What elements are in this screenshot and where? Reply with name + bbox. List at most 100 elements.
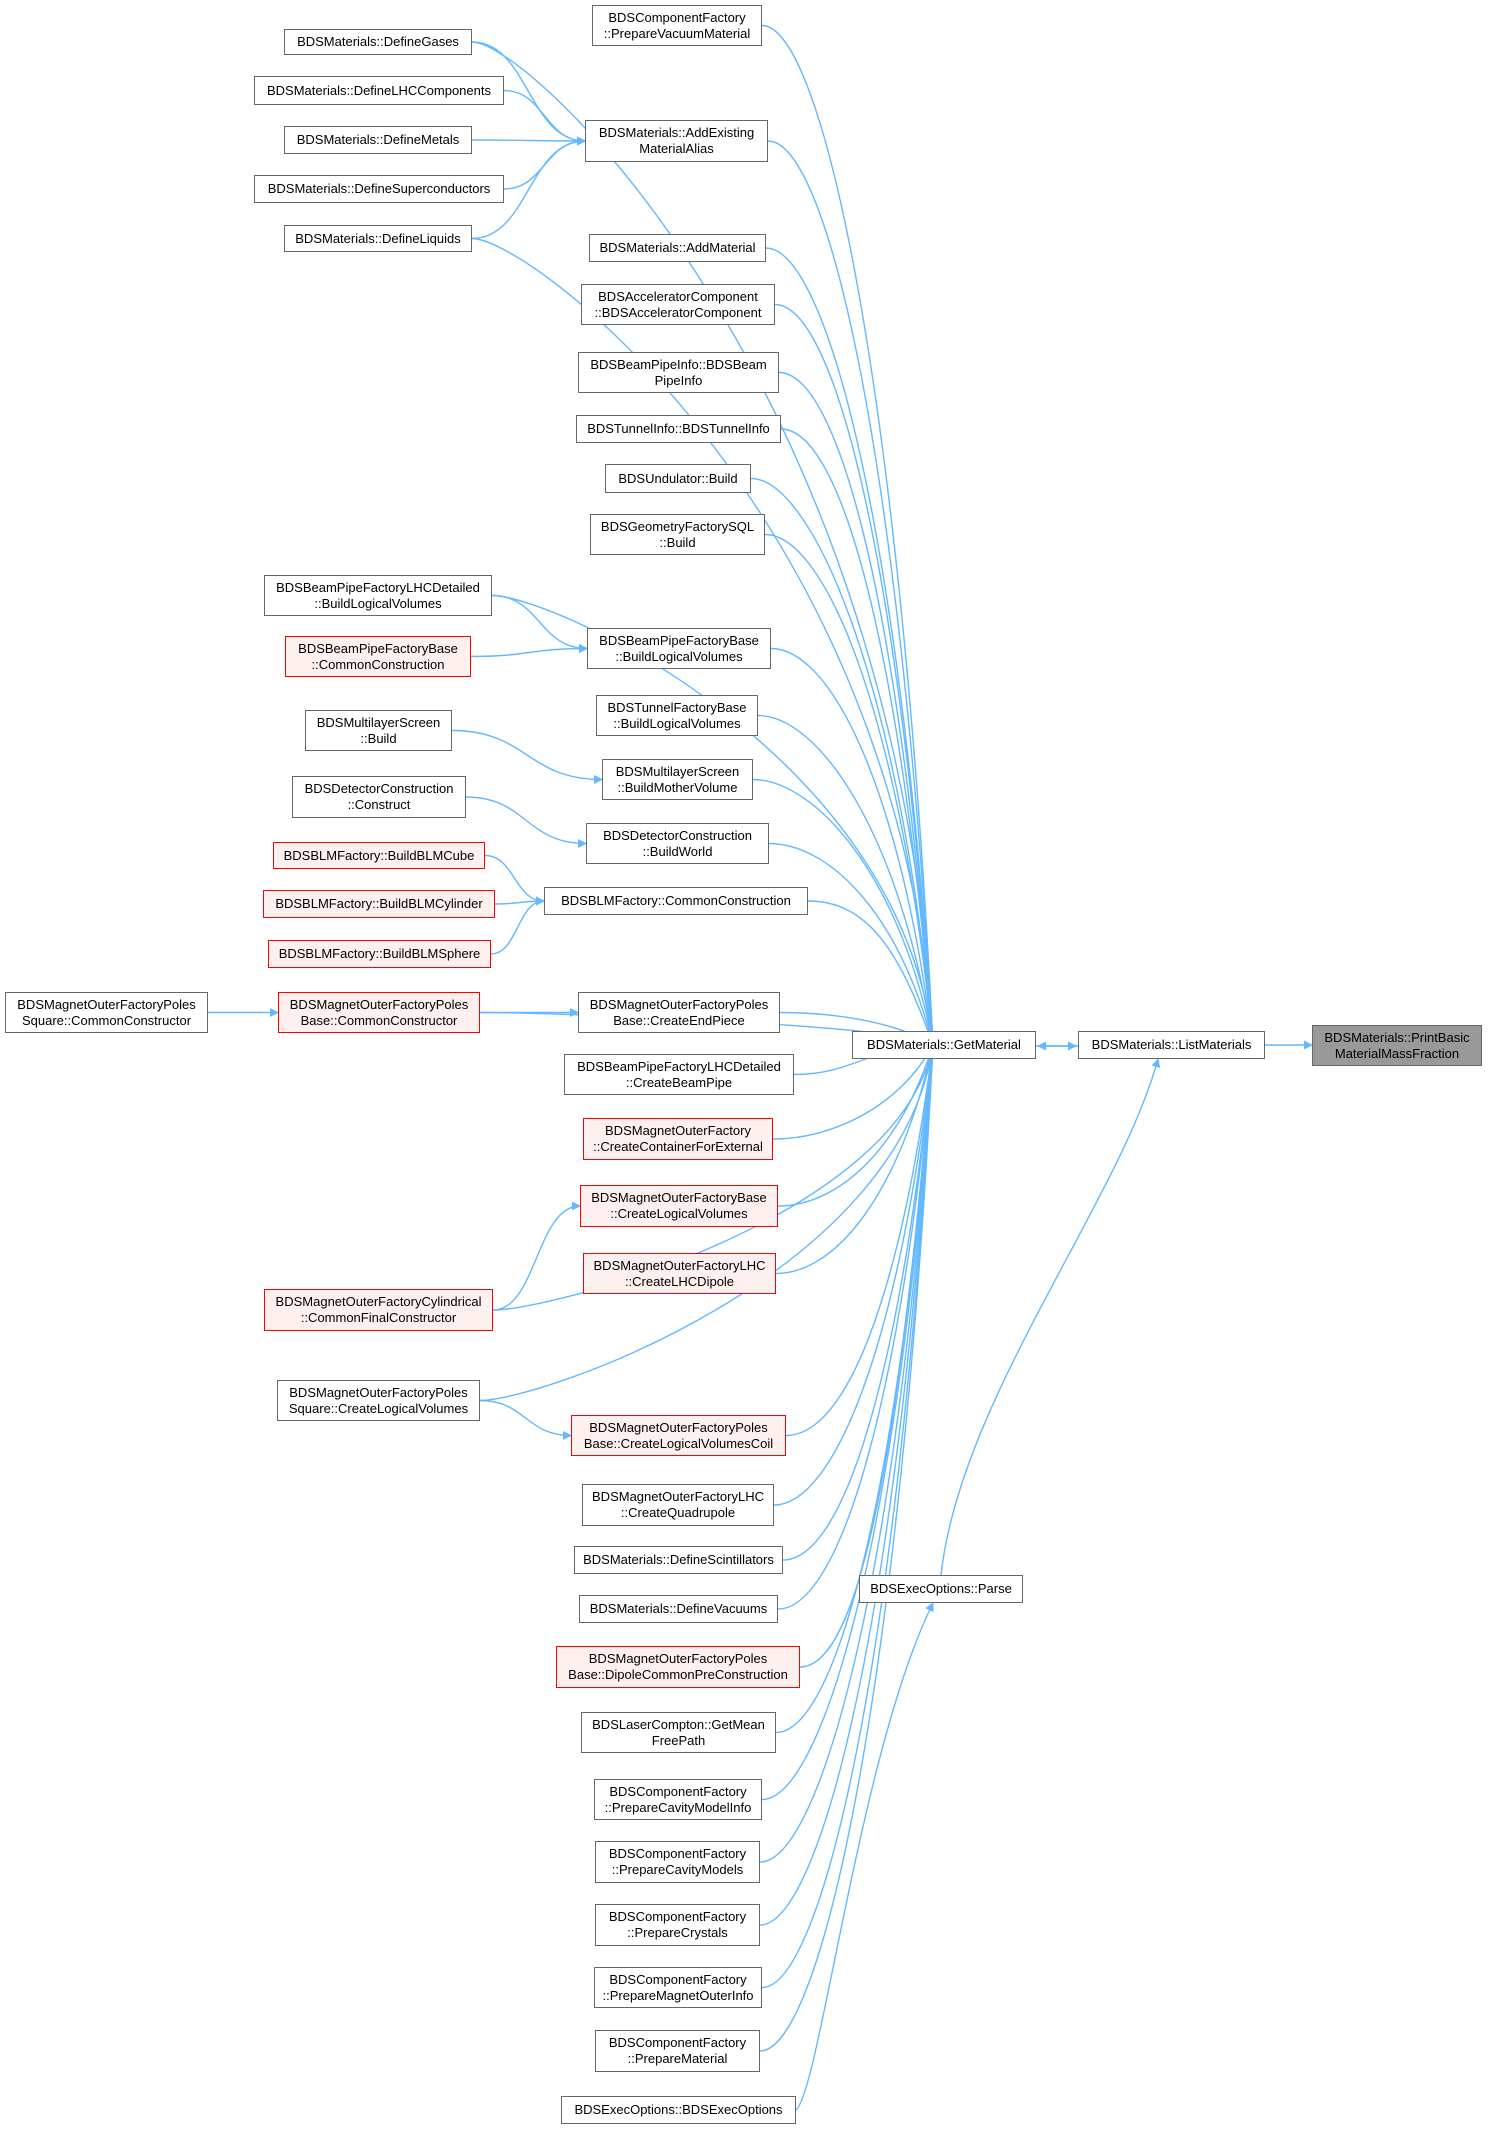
graph-node-bdstunnelfactorybase-n17[interactable]: BDSTunnelFactoryBase::BuildLogicalVolume… <box>596 695 758 736</box>
graph-node-bdscomponentfactory-n49[interactable]: BDSComponentFactory::PrepareMaterial <box>595 2030 760 2072</box>
node-label-line: BDSMaterials::DefineMetals <box>296 132 460 147</box>
edge-to-getmaterial <box>775 1044 937 1734</box>
graph-node-bdsmaterials-defineliquids-n7[interactable]: BDSMaterials::DefineLiquids <box>284 225 472 252</box>
node-label-line: BDSBLMFactory::CommonConstruction <box>561 893 791 908</box>
node-label-line: BDSComponentFactory <box>608 9 746 25</box>
graph-node-bdsexecoptions-bdsexecoptions-n50[interactable]: BDSExecOptions::BDSExecOptions <box>561 2096 796 2124</box>
graph-node-bdscomponentfactory-n46[interactable]: BDSComponentFactory::PrepareCavityModels <box>595 1841 760 1883</box>
graph-node-bdscomponentfactory-n48[interactable]: BDSComponentFactory::PrepareMagnetOuterI… <box>594 1967 762 2008</box>
graph-node-bdsexecoptions-parse-n41[interactable]: BDSExecOptions::Parse <box>859 1575 1023 1603</box>
edge-to-getmaterial <box>777 1044 935 1207</box>
edge-to-getmaterial <box>770 647 937 1046</box>
node-label-line: ::CommonConstruction <box>311 656 445 672</box>
graph-node-bdsmagnetouterfactorybase-n34[interactable]: BDSMagnetOuterFactoryBase::CreateLogical… <box>580 1185 778 1227</box>
graph-node-bdsmaterials-listmaterials-n30[interactable]: BDSMaterials::ListMaterials <box>1078 1031 1265 1059</box>
graph-node-bdsdetectorconstruction-n21[interactable]: BDSDetectorConstruction::BuildWorld <box>586 823 769 864</box>
node-label-line: BDSLaserCompton::GetMean <box>592 1716 765 1732</box>
graph-node-bdsacceleratorcomponent-n9[interactable]: BDSAcceleratorComponent::BDSAcceleratorC… <box>581 284 775 325</box>
graph-node-bdsmaterials-definescintillators-n40[interactable]: BDSMaterials::DefineScintillators <box>574 1546 783 1574</box>
node-label-line: BDSMaterials::DefineScintillators <box>583 1552 774 1567</box>
graph-node-bdsdetectorconstruction-n20[interactable]: BDSDetectorConstruction::Construct <box>292 776 466 818</box>
graph-node-bdscomponentfactory-n1[interactable]: BDSComponentFactory::PrepareVacuumMateri… <box>592 5 762 46</box>
node-label-line: BDSMaterials::DefineGases <box>297 34 459 49</box>
graph-node-bdsundulator-build-n12[interactable]: BDSUndulator::Build <box>605 464 751 493</box>
node-label-line: ::CreateQuadrupole <box>620 1505 736 1520</box>
edge-to-getmaterial <box>479 1044 937 1402</box>
node-label-line: ::BDSAcceleratorComponent <box>594 304 762 320</box>
edge-to-beampipefactorybase <box>491 594 588 653</box>
edge-to-addexisting <box>471 136 586 146</box>
node-label-line: BDSBeamPipeFactoryBase <box>599 632 759 648</box>
graph-node-bdsblmfactory-buildblmcube-n22[interactable]: BDSBLMFactory::BuildBLMCube <box>273 842 485 869</box>
node-label-line: BDSComponentFactory <box>608 2035 747 2050</box>
node-label-line: Square::CommonConstructor <box>21 1012 192 1028</box>
graph-node-bdsmaterials-definegases-n2[interactable]: BDSMaterials::DefineGases <box>284 29 472 55</box>
node-label-line: MaterialAlias <box>639 141 714 156</box>
edge-to-getmaterial <box>765 247 937 1046</box>
edge-to-getmaterial <box>752 778 936 1046</box>
node-label-line: BDSMagnetOuterFactory <box>605 1123 751 1138</box>
node-label-line: ::CommonFinalConstructor <box>300 1310 457 1325</box>
graph-node-bdstunnelinfo-bdstunnelinfo-n11[interactable]: BDSTunnelInfo::BDSTunnelInfo <box>576 415 781 443</box>
node-label-line: BDSMagnetOuterFactoryPoles <box>588 1651 768 1666</box>
edge-to-getmaterial <box>773 1044 937 1506</box>
node-label-line: ::CreateLHCDipole <box>624 1273 735 1289</box>
node-label-line: BDSBLMFactory::BuildBLMSphere <box>278 946 481 961</box>
graph-node-bdsmultilayerscreen-n19[interactable]: BDSMultilayerScreen::BuildMotherVolume <box>602 759 753 800</box>
node-label-line: ::PrepareCrystals <box>627 1925 728 1940</box>
node-label-line: Base::CreateLogicalVolumesCoil <box>583 1435 774 1451</box>
graph-node-bdsbeampipefactorylhcdetailed-n32[interactable]: BDSBeamPipeFactoryLHCDetailed::CreateBea… <box>564 1054 794 1095</box>
node-label-line: ::BuildWorld <box>642 843 713 859</box>
graph-node-bdsmaterials-definelhccomponents-n3[interactable]: BDSMaterials::DefineLHCComponents <box>254 76 504 105</box>
node-label-line: ::CreateBeamPipe <box>625 1074 733 1090</box>
graph-node-bdsmagnetouterfactory-n33[interactable]: BDSMagnetOuterFactory::CreateContainerFo… <box>583 1118 773 1160</box>
graph-node-bdsmagnetouterfactorylhc-n35[interactable]: BDSMagnetOuterFactoryLHC::CreateLHCDipol… <box>583 1253 776 1294</box>
graph-node-bdsblmfactory-buildblmsphere-n25[interactable]: BDSBLMFactory::BuildBLMSphere <box>268 940 491 968</box>
edge-to-blm-commonconstruction <box>484 854 545 906</box>
graph-node-bdsmagnetouterfactorylhc-n39[interactable]: BDSMagnetOuterFactoryLHC::CreateQuadrupo… <box>582 1484 774 1526</box>
edge-parse-to-listmaterials <box>940 1058 1161 1576</box>
node-label-line: BDSMaterials::DefineLiquids <box>295 230 461 246</box>
graph-node-bdsblmfactory-commonconstruction-n24[interactable]: BDSBLMFactory::CommonConstruction <box>544 887 808 915</box>
edge-execoptions-to-parse <box>795 1602 934 2111</box>
node-label-line: MaterialMassFraction <box>1334 1045 1460 1061</box>
graph-node-bdsmaterials-definesuperconductors-n6[interactable]: BDSMaterials::DefineSuperconductors <box>254 175 504 203</box>
node-label-line: BDSDetectorConstruction <box>304 781 454 796</box>
edge-to-getmaterial <box>768 842 936 1046</box>
node-label-line: ::BuildLogicalVolumes <box>613 715 741 731</box>
graph-node-bdsblmfactory-buildblmcylinder-n23[interactable]: BDSBLMFactory::BuildBLMCylinder <box>263 890 495 918</box>
graph-node-bdsmaterials-getmaterial-n29[interactable]: BDSMaterials::GetMaterial <box>852 1031 1036 1059</box>
edge-to-blm-commonconstruction <box>490 896 545 955</box>
graph-node-bdsbeampipefactorybase-n16[interactable]: BDSBeamPipeFactoryBase::CommonConstructi… <box>285 636 471 677</box>
graph-node-bdsmaterials-definemetals-n5[interactable]: BDSMaterials::DefineMetals <box>284 126 472 154</box>
graph-node-bdsmultilayerscreen-n18[interactable]: BDSMultilayerScreen::Build <box>305 710 452 751</box>
graph-node-bdsmagnetouterfactorycylindrical-n36[interactable]: BDSMagnetOuterFactoryCylindrical::Common… <box>264 1289 493 1331</box>
graph-node-bdsmaterials-addmaterial-n8[interactable]: BDSMaterials::AddMaterial <box>589 234 766 262</box>
graph-node-bdscomponentfactory-n47[interactable]: BDSComponentFactory::PrepareCrystals <box>595 1904 760 1946</box>
node-label-line: BDSMagnetOuterFactoryCylindrical <box>275 1294 482 1309</box>
node-label-line: BDSTunnelInfo::BDSTunnelInfo <box>587 421 770 436</box>
graph-node-bdsgeometryfactorysql-n13[interactable]: BDSGeometryFactorySQL::Build <box>590 514 765 555</box>
edge-to-getmaterial <box>471 237 937 1046</box>
graph-node-bdscomponentfactory-n45[interactable]: BDSComponentFactory::PrepareCavityModelI… <box>594 1779 762 1820</box>
graph-node-bdsmaterials-definevacuums-n42[interactable]: BDSMaterials::DefineVacuums <box>579 1595 778 1623</box>
graph-node-bdsbeampipefactorylhcdetailed-n14[interactable]: BDSBeamPipeFactoryLHCDetailed::BuildLogi… <box>264 575 492 616</box>
node-label-line: BDSMagnetOuterFactoryLHC <box>593 1257 766 1273</box>
node-label-line: BDSMaterials::AddExisting <box>598 125 755 140</box>
edge-to-addexisting <box>471 136 586 240</box>
node-label-line: BDSComponentFactory <box>609 1971 747 1987</box>
node-label-line: BDSMagnetOuterFactoryPoles <box>17 996 196 1012</box>
node-label-line: BDSBeamPipeFactoryLHCDetailed <box>577 1058 781 1074</box>
graph-node-bdsbeampipefactorybase-n15[interactable]: BDSBeamPipeFactoryBase::BuildLogicalVolu… <box>587 628 771 669</box>
edge-to-getmaterial <box>764 533 937 1046</box>
